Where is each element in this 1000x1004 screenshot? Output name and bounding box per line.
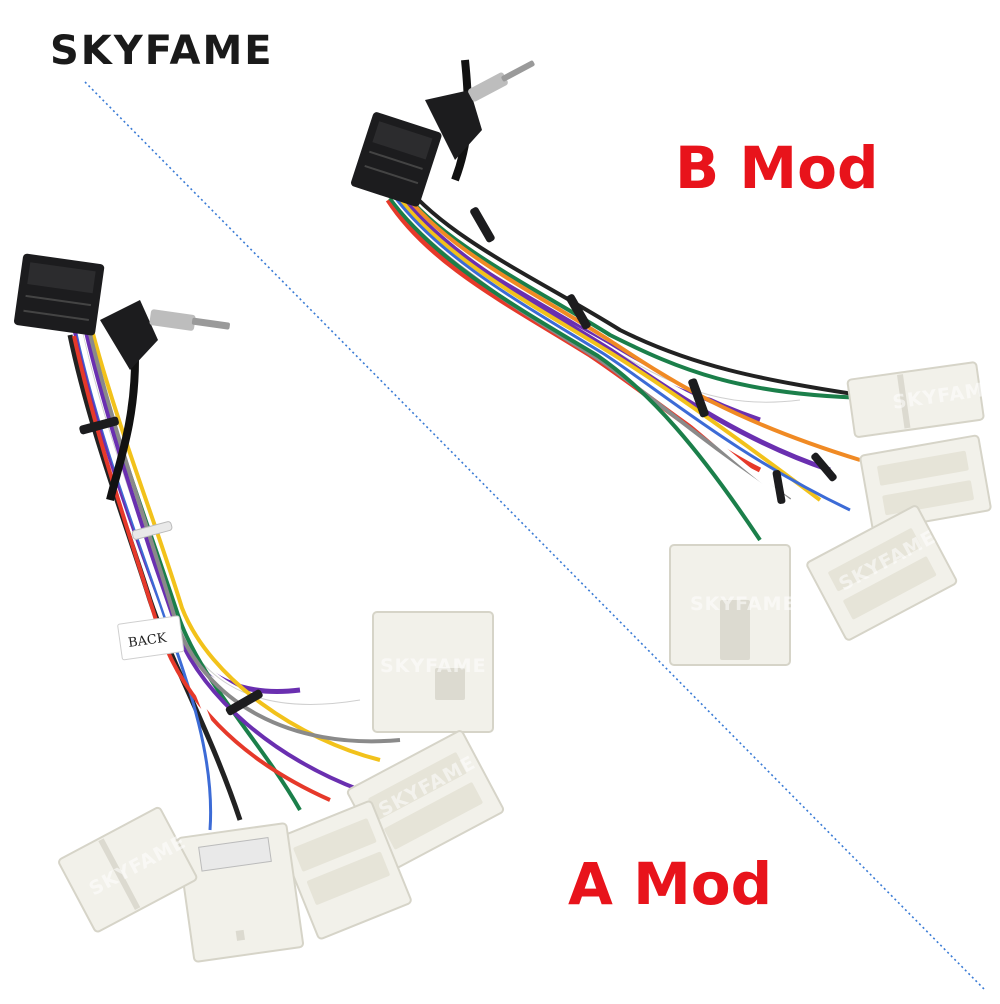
harness-a-connector-angled-right: SKYFAME xyxy=(346,730,505,872)
watermark-text: SKYFAME xyxy=(380,655,487,677)
cable-tie xyxy=(772,470,786,504)
brand-logo: SKYFAME xyxy=(50,28,274,74)
tag-text: BACK xyxy=(127,631,168,651)
diagonal-divider xyxy=(84,81,986,991)
harness-b-connector-medium xyxy=(859,434,992,532)
b-mod-label: B Mod xyxy=(675,134,879,202)
harness-b: SKYFAME SKYFAME SKYFAME xyxy=(351,59,1000,666)
cable-tie xyxy=(688,378,709,418)
harness-b-antenna-plug xyxy=(425,60,535,160)
harness-a-label-tag: BACK xyxy=(117,615,185,661)
cable-tie xyxy=(566,294,591,330)
harness-a-wire-bundle xyxy=(67,329,401,831)
cable-tie xyxy=(470,207,495,243)
cable-tie xyxy=(131,521,173,540)
harness-a-connector-large: SKYFAME xyxy=(372,611,494,733)
harness-b-iso-connector xyxy=(351,112,442,207)
harness-a-iso-connector xyxy=(14,253,105,336)
harness-a-antenna-plug xyxy=(100,300,230,370)
harness-a-connector-left: SKYFAME xyxy=(58,806,198,933)
a-mod-label: A Mod xyxy=(568,850,773,918)
harness-b-connector-large: SKYFAME xyxy=(669,544,797,666)
watermark-text: SKYFAME xyxy=(690,593,797,615)
harness-b-connector-angled: SKYFAME xyxy=(806,505,958,641)
harness-b-connector-small: SKYFAME xyxy=(846,361,1000,438)
harness-a-connector-angled-mid xyxy=(278,800,412,940)
cable-tie xyxy=(225,689,263,716)
cable-tie xyxy=(811,452,837,482)
cable-tie xyxy=(79,416,119,435)
harness-a-connector-center xyxy=(176,822,304,963)
harness-a: BACK SKYFAME SKYFAME xyxy=(14,253,505,963)
